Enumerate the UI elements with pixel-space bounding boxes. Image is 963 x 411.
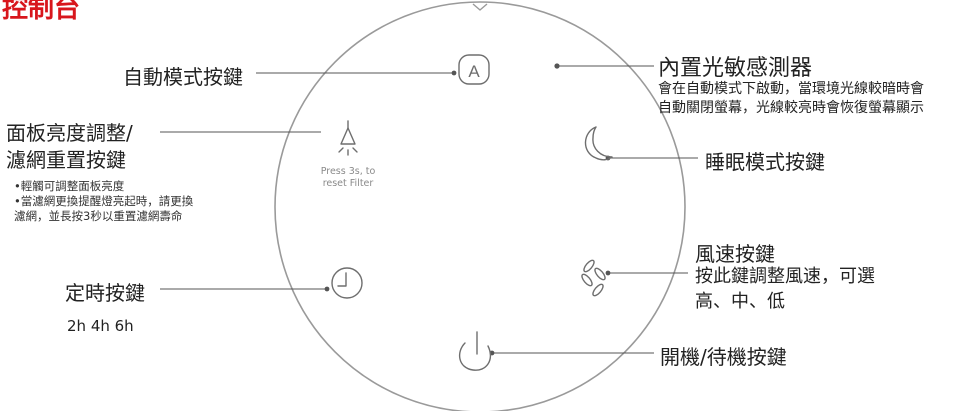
panel-brightness-desc-line-3: 濾網，並長按3秒以重置濾網壽命 <box>14 209 183 223</box>
power-button[interactable] <box>455 330 497 374</box>
light-bulb-icon <box>338 120 358 156</box>
leader-dot-fan <box>605 270 611 276</box>
panel-brightness-desc-line-2: •當濾網更換提醒燈亮起時，請更換 <box>14 194 194 208</box>
light-sensor-desc-line-1: 會在自動模式下啟動，當環境光線較暗時會 <box>658 81 924 97</box>
fan-icon <box>581 259 606 297</box>
fan-speed-button[interactable] <box>580 256 608 296</box>
fan-speed-desc-line-2: 高、中、低 <box>695 291 785 312</box>
auto-mode-icon <box>458 54 490 85</box>
fan-speed-desc-line-1: 按此鍵調整風速，可選 <box>695 266 875 287</box>
moon-icon <box>584 126 613 161</box>
timer-options: 2h 4h 6h <box>67 317 134 335</box>
press-hint-line-2: reset Filter <box>322 178 374 189</box>
sleep-mode-button[interactable] <box>580 124 614 162</box>
panel-brightness-label-line-1: 面板亮度調整/ <box>6 121 133 145</box>
power-icon <box>458 331 492 371</box>
top-notch <box>472 3 488 11</box>
panel-brightness-description: •輕觸可調整面板亮度 •當濾網更換提醒燈亮起時，請更換 濾網，並長按3秒以重置濾… <box>14 179 193 224</box>
auto-mode-button[interactable] <box>457 53 491 86</box>
press-hint: Press 3s, to reset Filter <box>314 166 382 190</box>
fan-speed-description: 按此鍵調整風速，可選 高、中、低 <box>695 264 875 314</box>
fan-speed-label: 風速按鍵 <box>695 242 775 266</box>
light-sensor-description: 會在自動模式下啟動，當環境光線較暗時會 自動關閉螢幕，光線較亮時會恢復螢幕顯示 <box>658 80 924 118</box>
timer-button[interactable] <box>330 266 364 300</box>
panel-brightness-label: 面板亮度調整/ 濾網重置按鍵 <box>6 120 133 174</box>
light-sensor-label: 內置光敏感測器 <box>658 56 813 81</box>
leader-dot-auto <box>451 70 457 76</box>
timer-label: 定時按鍵 <box>65 281 145 305</box>
sleep-mode-label: 睡眠模式按鍵 <box>705 150 825 174</box>
page-title: 控制台 <box>2 0 81 24</box>
press-hint-line-1: Press 3s, to <box>320 166 376 177</box>
panel-brightness-desc-line-1: •輕觸可調整面板亮度 <box>14 179 125 193</box>
power-label: 開機/待機按鍵 <box>660 345 787 369</box>
auto-mode-label: 自動模式按鍵 <box>123 65 243 89</box>
panel-brightness-label-line-2: 濾網重置按鍵 <box>6 148 126 172</box>
clock-icon <box>331 267 363 299</box>
auto-mode-letter: A <box>468 62 480 81</box>
control-panel-outline <box>274 1 686 411</box>
brightness-filter-button[interactable] <box>333 118 363 158</box>
leader-dot-timer <box>324 286 330 292</box>
sensor-dot <box>554 63 560 69</box>
light-sensor-desc-line-2: 自動關閉螢幕，光線較亮時會恢復螢幕顯示 <box>658 100 924 116</box>
